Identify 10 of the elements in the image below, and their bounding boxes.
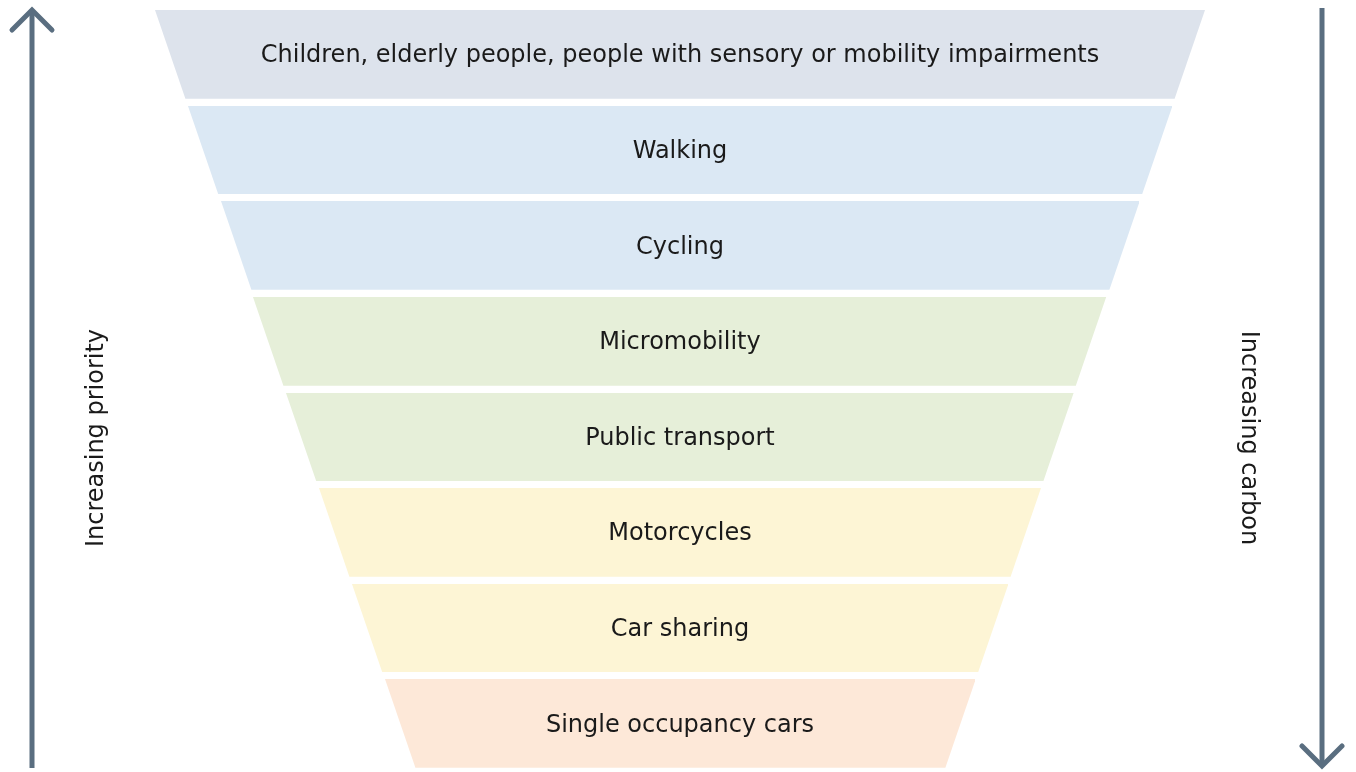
band-label: Car sharing (610, 614, 750, 643)
band-label: Walking (632, 135, 728, 164)
axis-label: Increasing priority (81, 328, 110, 548)
axis-label: Increasing carbon (1236, 330, 1265, 546)
band-label: Public transport (585, 422, 775, 451)
band-label: Cycling (636, 231, 724, 260)
band-label: Micromobility (599, 327, 761, 356)
band-label: Single occupancy cars (545, 709, 815, 738)
band-label: Children, elderly people, people with sensory or mobility impairments (260, 40, 1100, 69)
band-label: Motorcycles (608, 518, 752, 547)
